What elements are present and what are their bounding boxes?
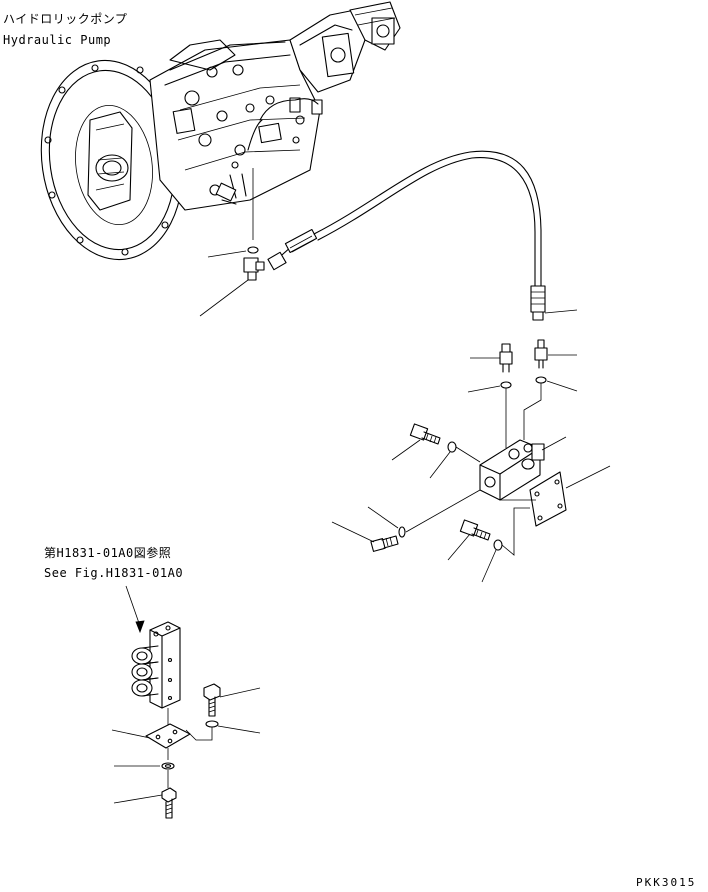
washer — [493, 539, 503, 551]
plug-fitting — [370, 535, 399, 552]
pump-label-jp: ハイドロリックポンプ — [3, 12, 128, 26]
o-ring — [500, 381, 512, 389]
bracket-plate — [145, 723, 191, 749]
elbow-fitting — [243, 257, 265, 281]
bolt — [203, 683, 221, 717]
reference-label-jp: 第H1831-01A0図参照 — [44, 546, 172, 560]
cover-plate — [529, 471, 567, 527]
bolt — [459, 519, 491, 541]
pilot-valve-group — [131, 621, 181, 709]
o-ring — [398, 526, 406, 538]
o-ring — [247, 246, 259, 254]
hydraulic-pump-assembly — [40, 1, 401, 261]
o-ring — [535, 376, 547, 384]
nipple-fitting — [499, 343, 513, 373]
washer — [447, 441, 457, 453]
drawing-code: PKK3015 — [636, 876, 697, 889]
connector-fitting — [534, 339, 548, 369]
reference-label-en: See Fig.H1831-01A0 — [44, 566, 184, 580]
washer — [161, 762, 175, 770]
bolt — [409, 423, 441, 445]
hose-assembly — [267, 150, 546, 321]
washer — [205, 720, 219, 728]
bolt — [161, 787, 177, 819]
pump-label-en: Hydraulic Pump — [3, 33, 112, 47]
